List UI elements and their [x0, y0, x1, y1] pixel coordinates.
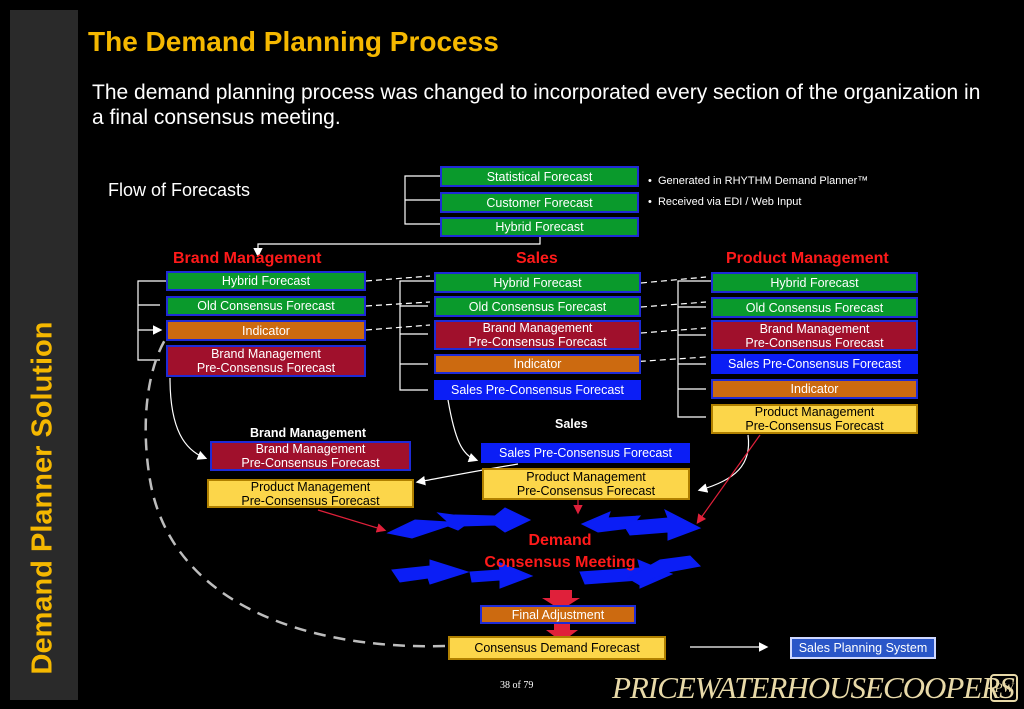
- lower-brand-label: Brand Management: [250, 426, 366, 440]
- product-management-heading: Product Management: [726, 250, 889, 267]
- sales-old-consensus: Old Consensus Forecast: [434, 296, 641, 317]
- product-sales-pre-consensus: Sales Pre-Consensus Forecast: [711, 354, 918, 374]
- note-generated: • Generated in RHYTHM Demand Planner™: [648, 175, 869, 187]
- sales-brand-pre-consensus: Brand Management Pre-Consensus Forecast: [434, 320, 641, 350]
- company-logo: PRICEWATERHOUSECOOPERS: [612, 670, 1015, 705]
- sales-indicator: Indicator: [434, 354, 641, 374]
- product-old-consensus: Old Consensus Forecast: [711, 297, 918, 318]
- page-title: The Demand Planning Process: [88, 26, 499, 57]
- product-indicator: Indicator: [711, 379, 918, 399]
- statistical-forecast-box: Statistical Forecast: [440, 166, 639, 187]
- note-received: • Received via EDI / Web Input: [648, 196, 802, 208]
- brand-indicator: Indicator: [166, 320, 366, 341]
- brand-management-heading: Brand Management: [173, 250, 322, 267]
- product-hybrid-forecast: Hybrid Forecast: [711, 272, 918, 293]
- sidebar-band: [10, 10, 78, 700]
- lower-brand-pre-consensus: Brand Management Pre-Consensus Forecast: [210, 441, 411, 471]
- sales-pre-consensus: Sales Pre-Consensus Forecast: [434, 380, 641, 400]
- logo-mark-icon: PW: [990, 674, 1018, 702]
- product-pre-consensus: Product Management Pre-Consensus Forecas…: [711, 404, 918, 434]
- final-adjustment-box: Final Adjustment: [480, 605, 636, 624]
- sales-heading: Sales: [516, 250, 558, 267]
- sales-planning-system-box: Sales Planning System: [790, 637, 936, 659]
- lower-sales-label: Sales: [555, 417, 588, 431]
- hybrid-forecast-box: Hybrid Forecast: [440, 217, 639, 237]
- page-number: 38 of 79: [500, 680, 534, 691]
- product-brand-pre-consensus: Brand Management Pre-Consensus Forecast: [711, 320, 918, 351]
- flow-label: Flow of Forecasts: [108, 180, 251, 200]
- brand-hybrid-forecast: Hybrid Forecast: [166, 271, 366, 291]
- sales-hybrid-forecast: Hybrid Forecast: [434, 272, 641, 293]
- consensus-demand-forecast-box: Consensus Demand Forecast: [448, 636, 666, 660]
- lower-sales-product-pre-consensus: Product Management Pre-Consensus Forecas…: [482, 468, 690, 500]
- page-subtitle: The demand planning process was changed …: [92, 81, 981, 129]
- brand-pre-consensus: Brand Management Pre-Consensus Forecast: [166, 345, 366, 377]
- lower-product-pre-consensus: Product Management Pre-Consensus Forecas…: [207, 479, 414, 508]
- lower-sales-pre-consensus: Sales Pre-Consensus Forecast: [481, 443, 690, 463]
- customer-forecast-box: Customer Forecast: [440, 192, 639, 213]
- brand-old-consensus: Old Consensus Forecast: [166, 296, 366, 316]
- demand-consensus-meeting: Demand Consensus Meeting: [484, 532, 636, 571]
